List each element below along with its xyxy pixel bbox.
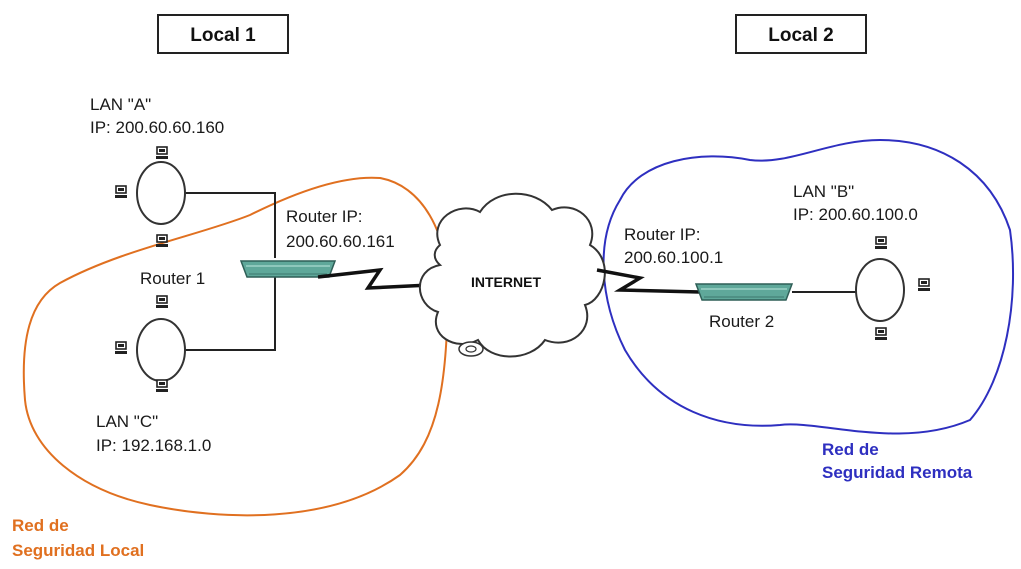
router2-ip-label: Router IP: [624,225,701,244]
local-security-zone [22,176,450,517]
lan-links-local [183,192,276,351]
router-icon [694,283,794,301]
lan-a-ring [114,146,186,248]
router1-name: Router 1 [140,269,205,288]
computer-icon [874,327,888,341]
remote-zone-label-line1: Red de [822,440,879,459]
computer-icon [155,379,169,393]
remote-security-zone [602,138,1015,435]
local2-label: Local 2 [768,25,833,46]
computer-icon [155,295,169,309]
router-icon [239,260,337,278]
remote-zone-label-line2: Seguridad Remota [822,463,973,482]
local-zone-label-line1: Red de [12,516,69,535]
lan-c-ip: IP: 192.168.1.0 [96,436,211,455]
wan-link-remote [596,268,701,294]
lan-b-name: LAN "B" [793,182,854,201]
computer-icon [114,341,128,355]
local1-label: Local 1 [190,25,256,46]
computer-icon [155,146,169,160]
router1-ip: 200.60.60.161 [286,232,395,251]
lan-b-ring [855,236,931,341]
computer-icon [917,278,931,292]
lan-a-ip: IP: 200.60.60.160 [90,118,224,137]
router1-ip-label: Router IP: [286,207,363,226]
lan-a-name: LAN "A" [90,95,151,114]
computer-icon [874,236,888,250]
router2-name: Router 2 [709,312,774,331]
computer-icon [114,185,128,199]
lan-b-ip: IP: 200.60.100.0 [793,205,918,224]
cloud-icon: INTERNET [418,192,606,358]
wan-link-local [317,267,431,290]
local-zone-label-line2: Seguridad Local [12,541,144,560]
router2-ip: 200.60.100.1 [624,248,723,267]
lan-c-name: LAN "C" [96,412,158,431]
lan-c-ring [114,295,186,393]
local1-header: Local 1 [157,14,289,54]
computer-icon [155,234,169,248]
internet-label: INTERNET [471,274,541,290]
local2-header: Local 2 [735,14,867,54]
